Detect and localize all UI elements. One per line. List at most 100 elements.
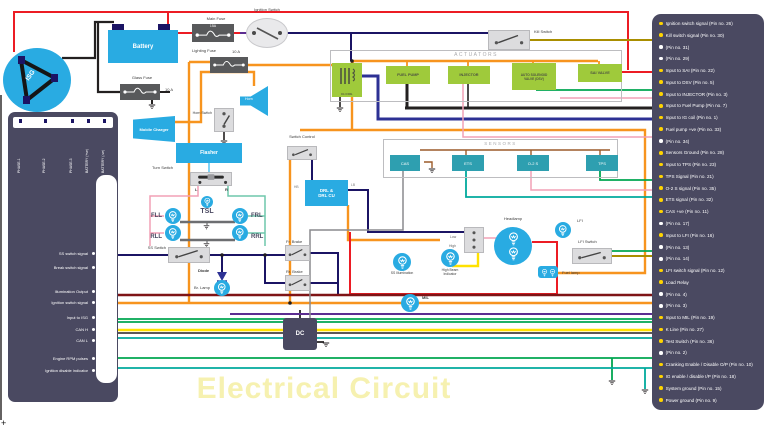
legend-item: (Pin no. 17) bbox=[659, 221, 759, 226]
rrl-lamp bbox=[232, 225, 248, 241]
signal-break-switch: Break switch signal bbox=[10, 265, 95, 270]
lfi-switch-label: LFI Switch bbox=[578, 239, 597, 244]
pin-label: PHASE-1 bbox=[17, 158, 21, 173]
pin-battery-neg bbox=[103, 119, 106, 123]
legend-item: (Pin no. 13) bbox=[659, 245, 759, 250]
pin-bullet-yellow bbox=[659, 103, 663, 108]
legend-item-text: (Pin no. 17) bbox=[665, 221, 690, 227]
ig-coil: IG COIL bbox=[332, 63, 362, 97]
brake-lamp bbox=[214, 280, 230, 296]
legend-item-text: (Pin no. 14) bbox=[665, 256, 690, 262]
mobile-charger: Mobile Charger bbox=[133, 116, 175, 142]
pin-label: PHASE-2 bbox=[42, 158, 46, 173]
fr-brake-switch bbox=[285, 245, 310, 261]
turn-left-label: L bbox=[195, 187, 198, 192]
left-controller-panel: PHASE-1 PHASE-2 PHASE-3 BATTERY (+ve) BA… bbox=[8, 112, 118, 402]
corner-marker: + bbox=[1, 418, 7, 428]
legend-item-text: Input to SAI (Pin no. 22) bbox=[665, 68, 715, 74]
pin-bullet-white bbox=[659, 56, 663, 61]
isg-winding-icon bbox=[18, 56, 58, 104]
lfi-lamp bbox=[555, 222, 571, 238]
legend-item: Input to IG coil (Pin no. 1) bbox=[659, 115, 759, 120]
pin-label: BATTERY (-ve) bbox=[101, 149, 105, 173]
injector: INJECTOR bbox=[448, 66, 490, 84]
fll-lamp bbox=[165, 208, 181, 224]
legend-item: Load Relay bbox=[659, 280, 759, 285]
ss-switch-label: SS Switch bbox=[147, 245, 166, 250]
pin-bullet-yellow bbox=[659, 386, 663, 390]
hb-label: HB bbox=[294, 185, 299, 189]
frl-lamp bbox=[232, 208, 248, 224]
pin-bullet-yellow bbox=[659, 127, 663, 132]
ecu-pin-legend: Ignition switch signal (Pin no. 26) Kill … bbox=[652, 14, 764, 410]
legend-item-text: (Pin no. 31) bbox=[665, 44, 690, 50]
pin-bullet-white bbox=[659, 245, 663, 249]
main-fuse-label: Main Fuse bbox=[206, 16, 226, 21]
legend-item-text: Input to LFI (Pin no. 16) bbox=[665, 232, 714, 238]
lfi-label: LFI bbox=[577, 218, 583, 223]
legend-item-text: CAS +ve (Pin no. 11) bbox=[665, 209, 709, 215]
ig-coil-label: IG COIL bbox=[341, 92, 353, 96]
signal-ignition-disable: Ignition disable indicator bbox=[10, 368, 95, 373]
wires-blue bbox=[362, 74, 654, 121]
low-beam-label: Low bbox=[450, 235, 457, 239]
wires-yellow bbox=[118, 250, 654, 332]
pin-bullet-white bbox=[659, 351, 663, 355]
kill-switch bbox=[488, 30, 530, 50]
pin-bullet-yellow bbox=[659, 21, 663, 26]
junction-dots bbox=[220, 59, 354, 305]
high-beam-label: High bbox=[449, 244, 456, 248]
sensor-ets: ETS bbox=[452, 155, 484, 171]
pin-bullet-white bbox=[659, 45, 663, 49]
battery-terminal-pos bbox=[158, 24, 170, 32]
legend-item: Input to TPS (Pin no. 23) bbox=[659, 162, 759, 167]
pin-bullet-yellow bbox=[659, 374, 663, 379]
horn-label: Horn bbox=[245, 97, 253, 101]
legend-item-text: Ignition switch signal (Pin no. 26) bbox=[665, 21, 733, 26]
legend-item-text: Input to MIL (Pin no. 19) bbox=[665, 315, 715, 321]
lighting-fuse-rating: 10 A bbox=[232, 49, 241, 54]
pin-bullet-yellow bbox=[659, 327, 663, 332]
lighting-fuse bbox=[210, 57, 248, 73]
legend-item-text: (Pin no. 2) bbox=[665, 350, 687, 356]
pin-bullet-yellow bbox=[659, 162, 663, 167]
turn-indicator-lamp bbox=[201, 196, 213, 208]
pin-phase-3 bbox=[71, 119, 74, 123]
battery-terminal-neg bbox=[112, 24, 124, 32]
legend-item-text: Input to INJECTOR (Pin no. 3) bbox=[665, 91, 728, 97]
legend-item: Kill switch signal (Pin no. 30) bbox=[659, 33, 759, 38]
brake-lamp-label: Br. Lamp bbox=[193, 285, 210, 290]
legend-item-text: Load Relay bbox=[665, 279, 689, 285]
legend-item: Input to Fuel Pump (Pin no. 7) bbox=[659, 103, 759, 108]
ignition-switch bbox=[246, 18, 288, 48]
legend-item: Fuel pump +ve (Pin no. 33) bbox=[659, 127, 759, 132]
page-title: Electrical Circuit bbox=[196, 372, 452, 405]
battery: Battery bbox=[108, 30, 178, 63]
dc-converter: DC bbox=[283, 318, 317, 350]
legend-item-text: IG enable / disable I/P (Pin no. 18) bbox=[665, 373, 736, 379]
legend-item-text: Power ground (Pin no. 9) bbox=[665, 397, 717, 403]
legend-item: ETS signal (Pin no. 32) bbox=[659, 197, 759, 202]
frl-label: FRL bbox=[251, 213, 263, 219]
legend-item-text: (Pin no. 29) bbox=[665, 56, 690, 62]
legend-item: Sensors Ground (Pin no. 28) bbox=[659, 150, 759, 155]
legend-item-text: (Pin no. 4) bbox=[665, 291, 687, 297]
turn-right-label: R bbox=[225, 187, 228, 192]
legend-item: (Pin no. 31) bbox=[659, 45, 759, 50]
mobile-charger-label: Mobile Charger bbox=[139, 126, 169, 132]
pin-bullet-yellow bbox=[659, 115, 663, 120]
signal-input-isg: Input to ISG bbox=[10, 315, 95, 320]
main-fuse-rating: 15A bbox=[209, 24, 217, 28]
legend-item-text: LFI switch signal (Pin no. 12) bbox=[665, 268, 725, 274]
sensor-tps: TPS bbox=[586, 155, 618, 171]
illumination-label: SS Illumination bbox=[390, 271, 414, 275]
wires-black bbox=[0, 20, 654, 420]
tsl-label: TSL bbox=[200, 208, 214, 215]
diode-symbol bbox=[217, 272, 227, 281]
control-switch bbox=[287, 146, 317, 160]
signal-ss-switch: SS switch signal bbox=[10, 251, 95, 256]
horn-switch bbox=[214, 108, 234, 132]
legend-item: Input to LFI (Pin no. 16) bbox=[659, 233, 759, 238]
pin-battery-pos bbox=[87, 119, 90, 123]
connector-strip bbox=[96, 175, 117, 383]
